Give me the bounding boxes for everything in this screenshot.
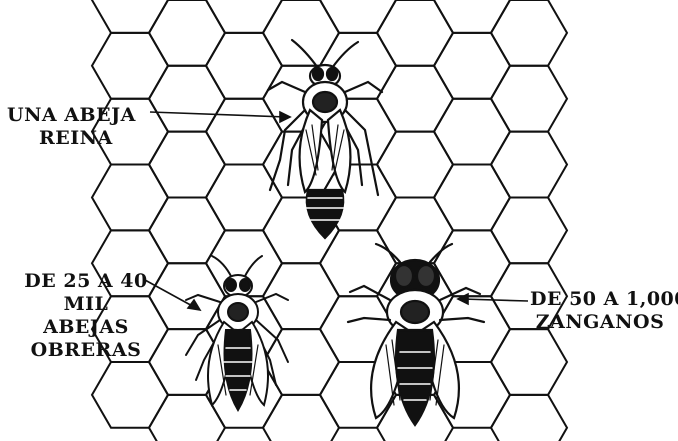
worker-label-line-3: ABEJAS [22,316,150,339]
honeycomb-cell [263,0,339,66]
drone-label-line-2: ZANGANOS [530,311,670,334]
worker-label: DE 25 A 40 MIL ABEJAS OBRERAS [22,270,150,362]
queen-label-line-1: UNA ABEJA [7,104,136,127]
honeycomb-cell [434,99,510,165]
drone-label-line-1: DE 50 A 1,000 [530,288,670,311]
honeycomb-cell [377,66,453,132]
honeycomb-cell [263,395,339,441]
honeycomb-cell [320,0,396,33]
honeycomb-cell [149,263,225,329]
honeycomb-cell [434,0,510,33]
worker-label-line-1: DE 25 A 40 [22,270,150,293]
honeycomb-cell [491,198,567,264]
queen-label-line-2: REINA [7,127,136,150]
honeycomb-cell [92,33,168,99]
honeycomb-cell [206,165,282,231]
honeycomb-cell [92,362,168,428]
honeycomb-cell [206,0,282,33]
drone-bee [348,244,484,425]
honeycomb-cell [320,230,396,296]
worker-label-line-2: MIL [22,293,150,316]
honeycomb-cell [149,198,225,264]
honeycomb-cell [434,230,510,296]
queen-label: UNA ABEJA REINA [7,104,136,150]
honeycomb-cell [149,66,225,132]
honeycomb-cell [377,132,453,198]
drone-label: DE 50 A 1,000 ZANGANOS [530,288,670,334]
honeycomb-cell [206,99,282,165]
honeycomb-cell [491,395,567,441]
honeycomb-cell [92,0,168,33]
honeycomb-cell [92,165,168,231]
honeycomb-cell [377,0,453,66]
honeycomb-cell [263,263,339,329]
honeycomb-cell [434,165,510,231]
honeycomb-cell [491,329,567,395]
honeycomb-cell [263,329,339,395]
honeycomb-cell [377,198,453,264]
honeycomb-cell [491,0,567,66]
honeycomb-cell [149,0,225,66]
honeycomb-cell [491,66,567,132]
honeycomb-cell [491,132,567,198]
queen-pointer-arrow [150,112,290,122]
honeycomb-cell [434,33,510,99]
honeycomb-cell [149,132,225,198]
worker-label-line-4: OBRERAS [22,339,150,362]
